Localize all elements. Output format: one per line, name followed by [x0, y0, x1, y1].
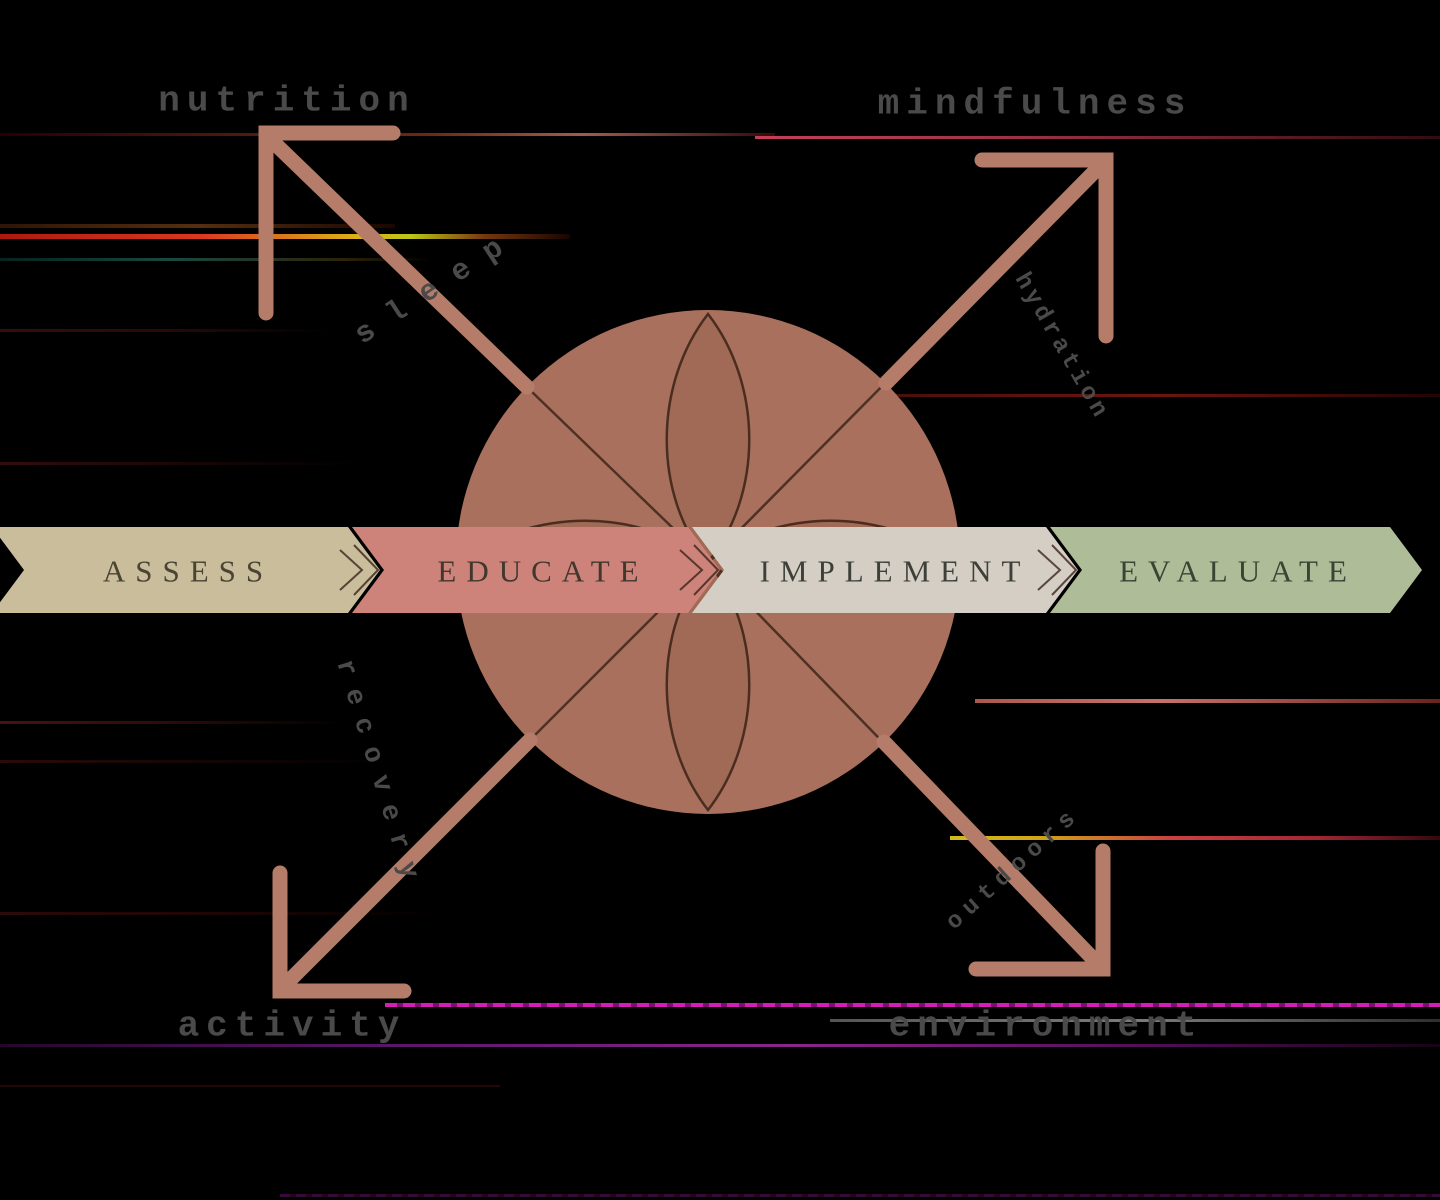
- arrow-shaft-top-left: [258, 127, 535, 395]
- arrowhead-bottom-right: [968, 843, 1111, 977]
- banner-evaluate: [1050, 527, 1422, 613]
- arrow-shaft-bottom-right: [876, 734, 1109, 975]
- corner-label-environment: environment: [889, 1006, 1204, 1047]
- corner-label-activity: activity: [178, 1006, 407, 1047]
- banner-evaluate-label: EVALUATE: [1119, 554, 1357, 589]
- junction-chevron: [339, 544, 380, 596]
- junction-chevron: [679, 544, 720, 596]
- banner-implement: [692, 527, 1078, 613]
- corner-label-nutrition: nutrition: [158, 81, 415, 122]
- junction-chevron: [1037, 544, 1078, 596]
- banner-educate-label: EDUCATE: [437, 554, 648, 589]
- banner-educate: [352, 527, 720, 613]
- diagonal-label-recovery: recovery: [328, 656, 427, 896]
- flower-petal-top: [665, 311, 751, 564]
- banner-assess: [0, 527, 380, 613]
- flower-petal-bottom: [665, 560, 751, 813]
- banner-implement-label: IMPLEMENT: [760, 554, 1031, 589]
- arrow-shaft-bottom-left: [273, 732, 538, 997]
- arrowhead-top-right: [974, 152, 1114, 344]
- banner-assess-label: ASSESS: [103, 554, 273, 589]
- arrow-shaft-top-right: [878, 154, 1112, 391]
- corner-label-mindfulness: mindfulness: [878, 84, 1193, 125]
- diagonal-label-hydration: hydration: [1008, 269, 1114, 426]
